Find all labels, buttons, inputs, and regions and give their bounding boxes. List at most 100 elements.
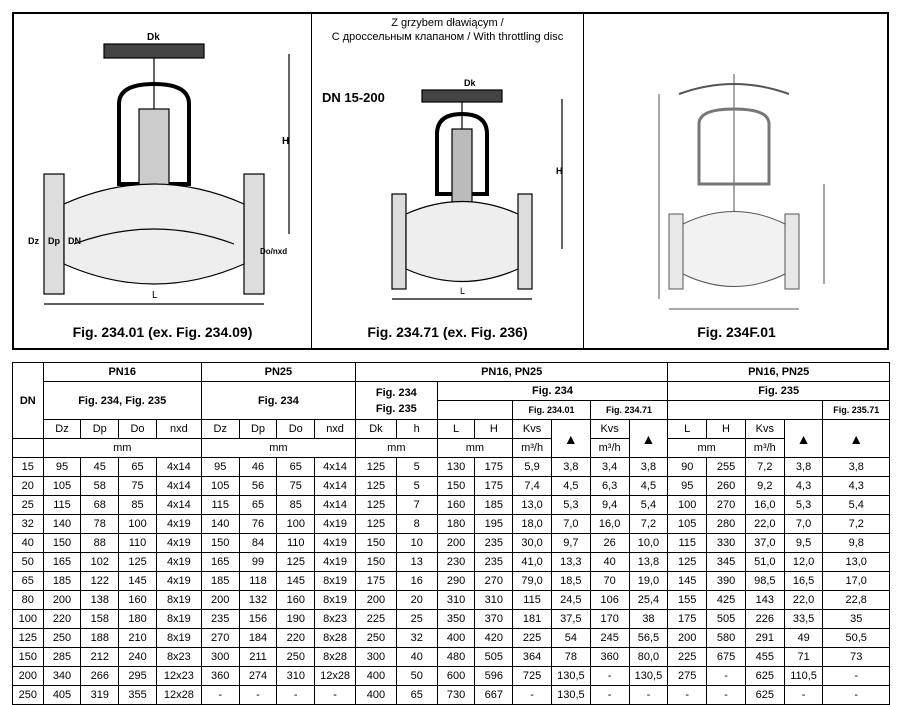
table-cell: 4x14 — [314, 476, 356, 496]
header-fig23401: Fig. 234.01 — [512, 400, 591, 420]
table-cell: 17,0 — [822, 571, 890, 591]
table-cell: - — [822, 685, 890, 705]
table-cell: 8x28 — [314, 647, 356, 667]
table-cell: 4,5 — [628, 476, 669, 496]
table-cell: 115 — [512, 590, 552, 610]
table-cell: 25 — [395, 609, 438, 629]
table-cell: 125 — [355, 476, 397, 496]
table-cell: 95 — [42, 457, 82, 477]
table-cell: 54 — [550, 628, 591, 648]
table-cell: 155 — [667, 590, 708, 610]
panel-fig-23401: Dk H L Dz Dp DN Do/nxd Fig. 234.01 (ex. … — [14, 14, 312, 348]
table-cell: 250 — [355, 628, 397, 648]
table-cell: 12x23 — [155, 666, 202, 686]
unit-m3h-3: m³/h — [744, 438, 785, 458]
table-cell: 185 — [200, 571, 240, 591]
table-cell: 200 — [667, 628, 708, 648]
table-cell: 3,4 — [589, 457, 630, 477]
table-cell: 260 — [706, 476, 746, 496]
table-cell: 290 — [436, 571, 476, 591]
table-cell: 7,0 — [783, 514, 824, 534]
table-cell: - — [512, 685, 552, 705]
col-nxd-2: nxd — [314, 419, 356, 439]
table-cell: 175 — [355, 571, 397, 591]
caption-fig-234f01: Fig. 234F.01 — [697, 324, 776, 340]
table-cell: - — [706, 666, 746, 686]
table-cell: - — [314, 685, 356, 705]
table-cell: - — [667, 685, 708, 705]
table-cell: 3,8 — [783, 457, 824, 477]
table-cell: 58 — [80, 476, 120, 496]
table-cell: 150 — [355, 533, 397, 553]
table-cell: 725 — [512, 666, 552, 686]
table-cell: - — [706, 685, 746, 705]
table-cell: 3,8 — [822, 457, 890, 477]
table-cell: 100 — [276, 514, 316, 534]
table-cell: 195 — [474, 514, 514, 534]
weight-icon: ▲ — [550, 419, 591, 458]
table-cell: 100 — [118, 514, 157, 534]
table-cell: 225 — [355, 609, 397, 629]
table-cell: 8x23 — [155, 647, 202, 667]
table-cell: 420 — [474, 628, 514, 648]
weight-icon-4: ▲ — [822, 419, 890, 458]
table-cell: 160 — [276, 590, 316, 610]
table-cell: 345 — [706, 552, 746, 572]
table-cell: 158 — [80, 609, 120, 629]
dim-dk-label-2: Dk — [464, 78, 476, 88]
table-cell: 85 — [276, 495, 316, 515]
col-dz: Dz — [42, 419, 82, 439]
table-cell: - — [589, 685, 630, 705]
col-dp-2: Dp — [238, 419, 278, 439]
table-cell: 350 — [436, 609, 476, 629]
table-cell: 360 — [589, 647, 630, 667]
table-cell: 75 — [118, 476, 157, 496]
table-cell: 138 — [80, 590, 120, 610]
table-cell: 235 — [200, 609, 240, 629]
table-cell: 667 — [474, 685, 514, 705]
table-cell: 250 — [276, 647, 316, 667]
table-cell: 110 — [276, 533, 316, 553]
table-cell: 13 — [395, 552, 438, 572]
table-cell: 132 — [238, 590, 278, 610]
header-fig23471: Fig. 234.71 — [589, 400, 669, 420]
table-cell: 12x28 — [155, 685, 202, 705]
table-cell: 274 — [238, 666, 278, 686]
table-cell: 99 — [238, 552, 278, 572]
table-cell: 130 — [436, 457, 476, 477]
table-cell: 150 — [436, 476, 476, 496]
table-cell: - — [783, 685, 824, 705]
table-cell: 7,4 — [512, 476, 552, 496]
table-cell: 7,2 — [628, 514, 669, 534]
table-cell: 180 — [118, 609, 157, 629]
table-cell: 26 — [589, 533, 630, 553]
table-cell: 7,2 — [744, 457, 785, 477]
header-dn: DN — [12, 362, 44, 439]
table-cell: 200 — [42, 590, 82, 610]
table-cell: 4x19 — [314, 514, 356, 534]
table-cell: 88 — [80, 533, 120, 553]
table-cell: 19,0 — [628, 571, 669, 591]
table-cell: 32 — [395, 628, 438, 648]
table-cell: 9,7 — [550, 533, 591, 553]
table-cell: 5,3 — [783, 495, 824, 515]
header-fig234-c: Fig. 234 — [436, 381, 669, 401]
table-cell: 98,5 — [744, 571, 785, 591]
table-cell: 5,9 — [512, 457, 552, 477]
unit-mm-1: mm — [42, 438, 202, 458]
dim-h-label-2: H — [556, 166, 563, 176]
table-cell: 125 — [118, 552, 157, 572]
table-cell: 185 — [474, 495, 514, 515]
table-cell: 7 — [395, 495, 438, 515]
col-nxd: nxd — [155, 419, 202, 439]
table-cell: 390 — [706, 571, 746, 591]
dim-dn-label: DN — [68, 236, 81, 246]
table-cell: 45 — [80, 457, 120, 477]
table-cell: 65 — [276, 457, 316, 477]
table-cell: 8x23 — [314, 609, 356, 629]
dim-dk-label: Dk — [147, 32, 160, 43]
